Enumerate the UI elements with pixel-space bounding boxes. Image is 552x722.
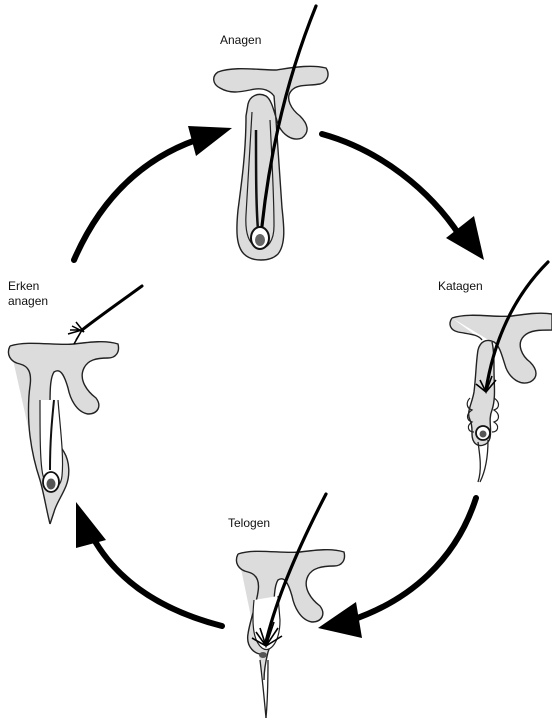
arrowhead-telogen <box>318 602 362 638</box>
arrow-anagen-to-katagen <box>322 134 460 236</box>
label-erken-anagen: Erken anagen <box>8 279 48 309</box>
erken-anagen-follicle <box>8 286 142 524</box>
arrowhead-erken <box>76 502 106 548</box>
katagen-follicle <box>450 262 552 482</box>
arrow-telogen-to-erken <box>92 536 222 626</box>
arrowhead-anagen <box>188 126 232 156</box>
arrow-erken-to-anagen <box>74 140 196 260</box>
arrow-katagen-to-telogen <box>352 498 476 620</box>
label-erken-line2: anagen <box>8 294 48 309</box>
label-anagen: Anagen <box>220 33 261 48</box>
label-telogen: Telogen <box>228 516 270 531</box>
label-katagen: Katagen <box>438 279 483 294</box>
label-erken-line1: Erken <box>8 279 48 294</box>
